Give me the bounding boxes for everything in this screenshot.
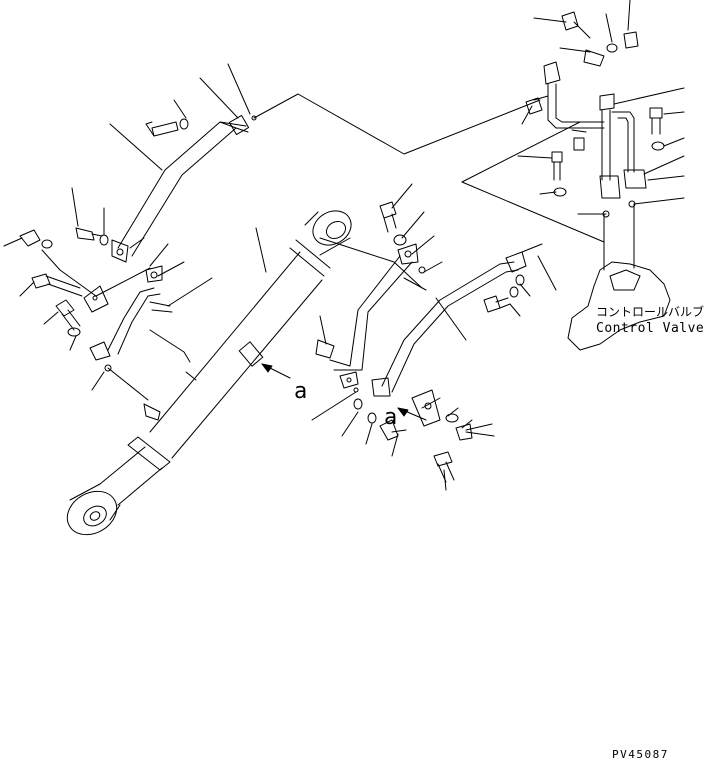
- control-valve-label-jp: コントロールバルブ: [596, 304, 704, 319]
- control-valve-label-en: Control Valve: [596, 321, 704, 336]
- drawing-code: PV45087: [612, 748, 669, 761]
- leader-lines: [3, 0, 685, 491]
- right-hydraulic-pipes: [525, 11, 671, 351]
- callout-a-upper: a: [294, 379, 307, 404]
- left-hydraulic-pipe: [83, 114, 257, 361]
- left-fasteners: [19, 227, 112, 372]
- callout-arrows: [261, 363, 427, 421]
- center-hydraulic-pipes: [315, 201, 527, 483]
- hydraulic-cylinder: [66, 210, 352, 536]
- callout-a-lower: a: [384, 405, 397, 430]
